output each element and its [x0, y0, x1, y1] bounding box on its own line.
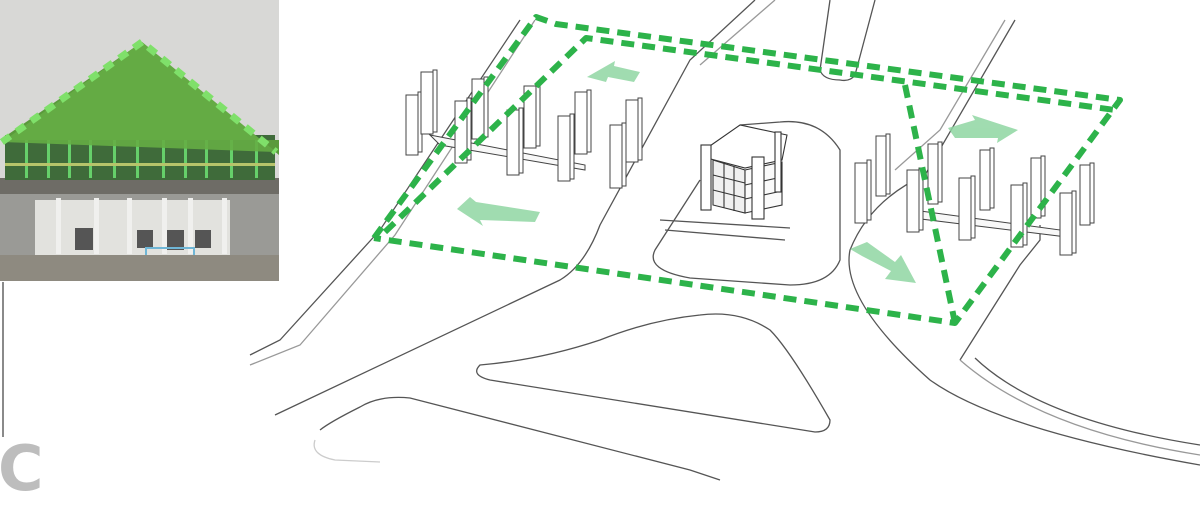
house-photo: [0, 0, 279, 281]
right-column-group: [854, 133, 1095, 256]
panel-label: C: [0, 432, 44, 505]
left-column-group: [405, 69, 643, 189]
arrow-right: [948, 115, 1018, 143]
circulation-arrows: [457, 61, 1018, 283]
central-building: [700, 124, 788, 220]
arrow-left: [457, 197, 540, 226]
arrow-down-right: [850, 242, 916, 283]
roof-dashed-outline: [0, 37, 279, 155]
arrow-up-left: [587, 61, 640, 82]
site-plan-diagram: [249, 0, 1200, 481]
panel-divider-line: [2, 282, 4, 437]
dashed-zone-outline: [371, 14, 1123, 326]
